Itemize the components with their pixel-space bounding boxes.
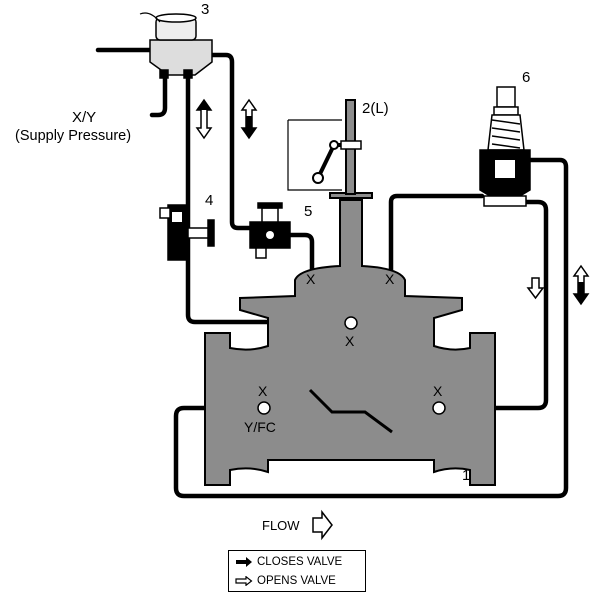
label-flow: FLOW: [262, 518, 300, 533]
solenoid-port-left: [159, 69, 169, 79]
valve5-bonnet: [261, 207, 279, 223]
needle-valve: [159, 204, 215, 261]
limit-switch-box: [287, 119, 342, 191]
valve5-to-cover-tube: [287, 232, 315, 273]
bidirectional-arrow-right-icon: [240, 98, 258, 140]
direction-arrows: [195, 98, 590, 541]
valve-seat-line: [308, 388, 393, 434]
pilot6-spring: [491, 119, 521, 149]
diagram-labels: 3 6 2(L) 4 5 1 X/Y (Supply Pressure) X X…: [15, 1, 530, 533]
closes-arrow-icon: [236, 557, 252, 567]
pressure-pilot: [479, 86, 531, 207]
limit-switch-clamp: [340, 140, 362, 150]
label-component-4: 4: [205, 192, 213, 209]
flow-control-valve: [249, 202, 291, 259]
label-component-5: 5: [304, 203, 312, 220]
label-component-6: 6: [522, 69, 530, 86]
bidirectional-arrow-left-icon: [195, 98, 213, 140]
needle-valve-knob: [207, 219, 215, 247]
bidirectional-arrow-pilot6-icon: [572, 264, 590, 306]
legend-closes-label: CLOSES VALVE: [257, 556, 343, 568]
label-port-body-center: X: [345, 333, 355, 349]
legend-opens-label: OPENS VALVE: [257, 575, 336, 587]
label-port-yfc: Y/FC: [244, 419, 276, 435]
solenoid-pilot: [139, 12, 213, 79]
legend-closes-row: CLOSES VALVE: [235, 553, 342, 571]
valve-body: [204, 199, 496, 486]
opens-arrow-icon: [526, 277, 545, 300]
control-tubing: [95, 47, 569, 499]
solenoid-base: [149, 39, 213, 76]
label-port-cover-right: X: [385, 271, 395, 287]
pilot-to-chamber-tube: [185, 72, 348, 325]
flow-arrow-icon: [312, 509, 333, 541]
pilot6-to-outlet-tube: [437, 199, 549, 411]
opens-arrow-icon: [235, 576, 253, 586]
label-port-body-left: X: [258, 383, 268, 399]
legend-opens-row: OPENS VALVE: [235, 572, 336, 590]
label-component-2: 2(L): [362, 100, 389, 117]
label-component-3: 3: [201, 1, 209, 18]
solenoid-wire: [139, 12, 161, 23]
port-right: [432, 401, 446, 415]
pilot-to-valve5-tube: [209, 52, 253, 231]
solenoid-cap: [155, 13, 197, 23]
label-supply-line2: (Supply Pressure): [15, 128, 131, 144]
needle-valve-cap: [159, 207, 171, 219]
label-port-cover-left: X: [306, 271, 316, 287]
legend: CLOSES VALVE OPENS VALVE: [228, 550, 366, 592]
cover-to-pilot6-tube: [388, 193, 485, 273]
valve5-bottom: [255, 247, 267, 259]
limit-switch-roller: [312, 172, 324, 184]
port-left: [257, 401, 271, 415]
label-component-1: 1: [462, 467, 470, 484]
supply-pressure-tube: [149, 67, 168, 118]
valve5-handle: [257, 202, 283, 209]
needle-valve-handle: [187, 227, 211, 239]
pilot6-base: [483, 195, 527, 207]
valve5-port: [266, 231, 274, 239]
port-center: [344, 316, 358, 330]
solenoid-port-right: [183, 69, 193, 79]
pilot6-nut: [493, 106, 519, 116]
needle-valve-window: [172, 212, 182, 222]
valve-ports: [257, 316, 446, 415]
pilot6-sense-tube: [173, 157, 569, 499]
label-port-body-right: X: [433, 383, 443, 399]
limit-switch: [287, 119, 362, 191]
label-supply-line1: X/Y: [72, 109, 96, 126]
limit-switch-pivot: [329, 140, 339, 150]
pilot6-window: [495, 160, 515, 178]
pilot6-cap: [496, 86, 516, 108]
